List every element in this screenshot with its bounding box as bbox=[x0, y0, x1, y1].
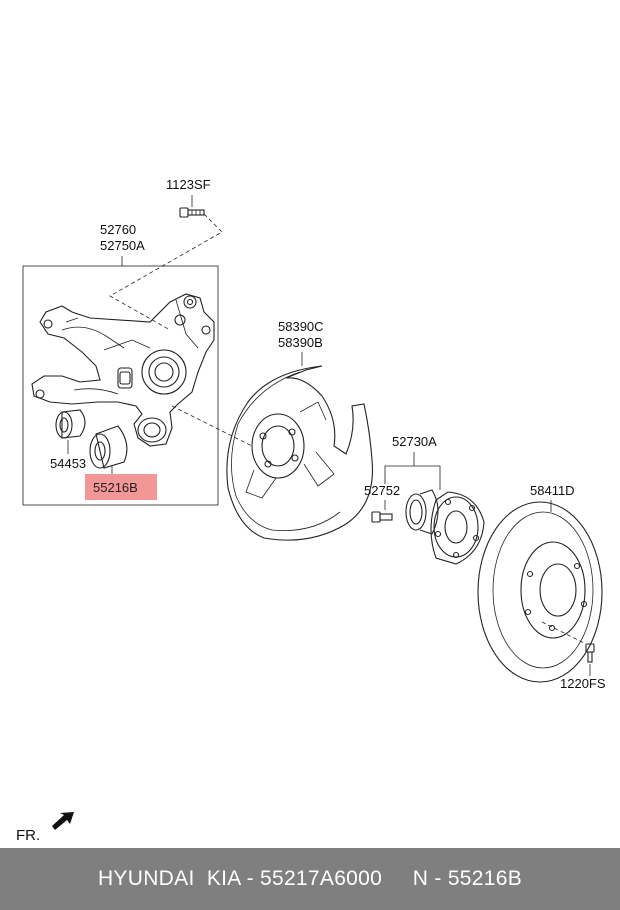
bracket-52730a bbox=[384, 465, 441, 490]
label-1123sf: 1123SF bbox=[166, 177, 211, 192]
front-marker-label: FR. bbox=[16, 827, 40, 844]
label-58411d: 58411D bbox=[530, 483, 575, 498]
label-52730a: 52730A bbox=[392, 434, 437, 449]
exploded-parts-diagram: 1123SF 52760 52750A bbox=[16, 177, 606, 844]
footer-caption: HYUNDAI KIA - 55217A6000 N - 55216B bbox=[97, 867, 523, 890]
bushing-54453 bbox=[55, 409, 86, 439]
label-52750a: 52750A bbox=[100, 238, 145, 253]
front-arrow-icon bbox=[52, 812, 74, 830]
brake-disc bbox=[477, 501, 603, 683]
bushing-55216b bbox=[89, 425, 128, 469]
label-58390c: 58390C bbox=[278, 319, 324, 334]
brake-dust-shield bbox=[226, 365, 374, 541]
rear-knuckle bbox=[31, 293, 215, 447]
knuckle-shield-axis bbox=[171, 405, 253, 447]
label-1220fs: 1220FS bbox=[560, 676, 606, 691]
knuckle-group-box bbox=[22, 265, 219, 506]
disc-screw-axis bbox=[541, 621, 587, 645]
highlight-box bbox=[85, 474, 157, 500]
label-54453: 54453 bbox=[50, 456, 86, 471]
part-number-footer: HYUNDAI KIA - 55217A6000 N - 55216B bbox=[0, 848, 620, 910]
label-55216b: 55216B bbox=[93, 480, 138, 495]
hub-bolt-52752 bbox=[371, 511, 393, 523]
label-58390b: 58390B bbox=[278, 335, 323, 350]
wheel-hub-assembly bbox=[405, 489, 485, 565]
disc-screw-1220fs bbox=[585, 643, 595, 663]
label-52760: 52760 bbox=[100, 222, 136, 237]
label-52752: 52752 bbox=[364, 483, 400, 498]
bolt-1123sf bbox=[179, 207, 205, 218]
